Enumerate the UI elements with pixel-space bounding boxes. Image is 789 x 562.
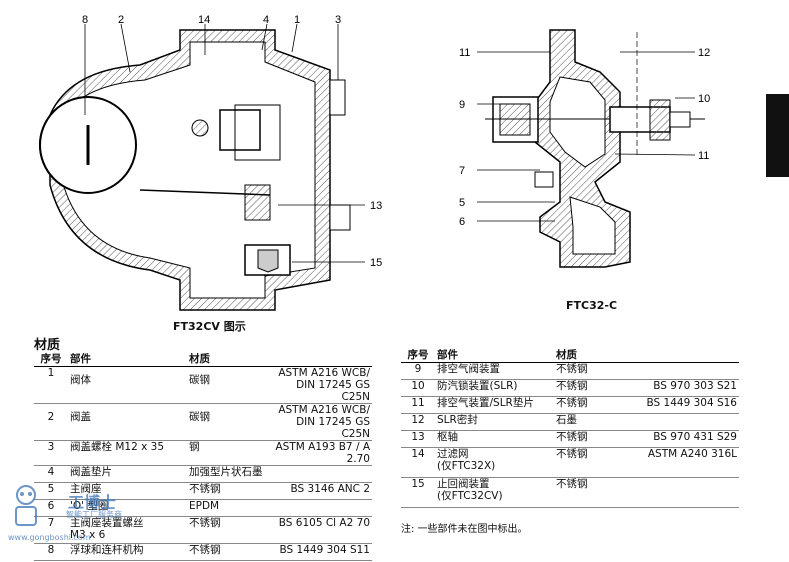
watermark-sub: 智能工厂服务商 <box>66 510 122 519</box>
footnote: 注: 一些部件未在图中标出。 <box>401 524 528 535</box>
callout-2: 2 <box>118 14 124 26</box>
header-material: 材质 <box>189 352 210 365</box>
table-row: 3 阀盖螺栓 M12 x 35 钢 ASTM A193 B7 / A 2.70 <box>34 441 372 466</box>
ft32cv-diagram: 8 2 14 4 1 3 13 15 <box>39 14 382 311</box>
table-row: 10 防汽锁装置(SLR) 不锈钢 BS 970 303 S21 <box>401 380 739 397</box>
table-row: 15 止回阀装置(仅FTC32CV) 不锈钢 <box>401 478 739 508</box>
table-row: 12 SLR密封 石墨 <box>401 414 739 431</box>
callout-11a: 11 <box>459 47 470 59</box>
watermark-brand: 工博士 <box>68 493 117 512</box>
callout-15: 15 <box>370 257 382 269</box>
header-no: 序号 <box>40 352 62 365</box>
table-row: 9 排空气阀装置 不锈钢 <box>401 363 739 380</box>
table-row: 11 排空气装置/SLR垫片 不锈钢 BS 1449 304 S16 <box>401 397 739 414</box>
table-row: 8 浮球和连杆机构 不锈钢 BS 1449 304 S11 <box>34 544 372 561</box>
header-part: 部件 <box>70 352 91 365</box>
air-vent-assembly <box>219 109 261 151</box>
callout-12: 12 <box>698 47 710 59</box>
materials-title: 材质 <box>34 338 61 353</box>
callout-9: 9 <box>459 99 465 111</box>
callout-6: 6 <box>459 216 465 228</box>
callout-10: 10 <box>698 93 710 105</box>
header-material-right: 材质 <box>556 348 577 361</box>
callout-7: 7 <box>459 165 465 177</box>
table-row: 13 枢轴 不锈钢 BS 970 431 S29 <box>401 431 739 448</box>
section-tab-marker <box>766 94 789 177</box>
table-row: 5 主阀座 不锈钢 BS 3146 ANC 2 <box>34 483 372 500</box>
ftc32c-diagram: 11 12 9 10 11 7 5 6 <box>459 29 710 268</box>
robot-icon <box>15 485 37 526</box>
callout-13: 13 <box>370 200 382 212</box>
header-no-right: 序号 <box>407 348 429 361</box>
materials-table-left: 序号 部件 材质 1 阀体 碳钢 ASTM A216 WCB/DIN 17245… <box>34 350 372 561</box>
watermark-url: www.gongboshi.com <box>8 533 91 542</box>
callout-4: 4 <box>263 14 269 26</box>
table-row: 14 过滤网(仅FTC32X) 不锈钢 ASTM A240 316L <box>401 448 739 478</box>
table-row: 6 'O' 型圈 EPDM <box>34 500 372 517</box>
materials-table-right: 序号 部件 材质 9 排空气阀装置 不锈钢 10 防汽锁装置(SLR) 不锈钢 … <box>401 346 739 508</box>
left-diagram-caption: FT32CV 图示 <box>173 320 246 333</box>
table-row: 4 阀盖垫片 加强型片状石墨 <box>34 466 372 483</box>
callout-14: 14 <box>198 14 210 26</box>
watermark-logo: 工博士 智能工厂服务商 www.gongboshi.com <box>8 483 138 543</box>
callout-8: 8 <box>82 14 88 26</box>
callout-3: 3 <box>335 14 341 26</box>
table-row: 1 阀体 碳钢 ASTM A216 WCB/DIN 17245 GS C25N <box>34 367 372 404</box>
callout-11b: 11 <box>698 150 709 162</box>
right-diagram-caption: FTC32-C <box>566 299 618 312</box>
table-row: 2 阀盖 碳钢 ASTM A216 WCB/DIN 17245 GS C25N <box>34 404 372 441</box>
header-part-right: 部件 <box>437 348 458 361</box>
callout-5: 5 <box>459 197 465 209</box>
callout-1: 1 <box>294 14 300 26</box>
